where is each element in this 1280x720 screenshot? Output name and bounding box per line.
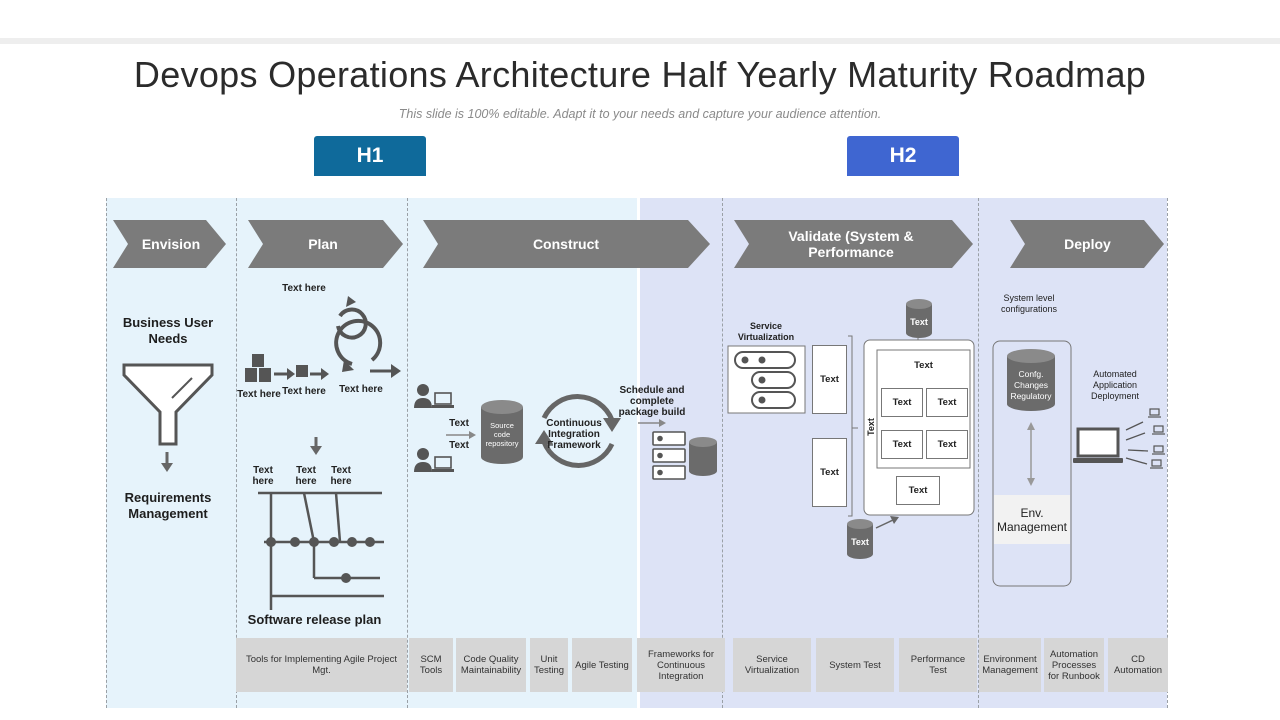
database-icon (689, 437, 717, 476)
tool-cell: Code Quality Maintainability (456, 638, 526, 692)
divider (106, 198, 107, 708)
deploy-frame (992, 340, 1072, 587)
stage-chevron-deploy (1010, 220, 1164, 268)
tool-cell: System Test (816, 638, 894, 692)
arrow-down-icon (310, 437, 322, 455)
cycle-arrowhead (342, 360, 354, 372)
validate-box: Text (881, 388, 923, 417)
divider (722, 198, 723, 708)
stage-chevron-envision (113, 220, 226, 268)
database-icon (847, 519, 873, 559)
database-label: Text (910, 317, 928, 327)
branch-label: Text here (330, 465, 352, 487)
construct-text: Text (449, 440, 469, 451)
continuous-integration-label: Continuous Integration Framework (546, 418, 602, 451)
stage-chevron-validate (734, 220, 973, 268)
boxes-icon (245, 354, 308, 382)
cycle-arrowhead (346, 296, 356, 307)
laptop-icon (1073, 427, 1123, 463)
deployment-arrows (1125, 421, 1149, 465)
divider (1167, 198, 1168, 708)
database-icon (481, 400, 523, 464)
tool-cell: Environment Management (979, 638, 1041, 692)
software-release-plan-label: Software release plan (247, 612, 382, 627)
user-laptop-icon (414, 448, 454, 472)
schedule-package-build-label: Schedule and complete package build (618, 385, 686, 418)
service-virtualization-label: Service Virtualization (737, 321, 795, 342)
flow-arrows (446, 419, 666, 439)
requirements-management-label: Requirements Management (124, 490, 212, 521)
ci-cycle-icon (541, 394, 615, 468)
tool-cell: Agile Testing (572, 638, 632, 692)
stage-chevron-construct (423, 220, 710, 268)
branch-label: Text here (295, 465, 317, 487)
plan-text-top: Text here (282, 283, 326, 294)
database-label: Text (851, 537, 869, 547)
stage-label-envision: Envision (141, 236, 201, 252)
validate-box: Text (896, 476, 940, 505)
cycle-arrowhead (535, 430, 553, 444)
rotated-label: Text (866, 418, 876, 436)
validate-box: Text (812, 438, 847, 507)
config-changes-label: Confg. Changes Regulatory (1010, 369, 1052, 401)
funnel-icon (122, 363, 214, 446)
divider (978, 198, 979, 708)
flow-arrows (875, 516, 899, 529)
server-stack-icon (734, 351, 796, 409)
construct-text: Text (449, 418, 469, 429)
validate-box: Text (812, 345, 847, 414)
page-subtitle: This slide is 100% editable. Adapt it to… (398, 107, 882, 121)
bracket (848, 335, 853, 517)
tool-cell: Service Virtualization (733, 638, 811, 692)
source-code-repository-label: Source code repository (485, 421, 519, 448)
release-plan-tree (258, 491, 384, 610)
cycle-icon (334, 307, 383, 366)
h2-tab: H2 (847, 136, 959, 176)
user-laptop-icon (414, 384, 454, 408)
validate-box: Text (926, 388, 968, 417)
top-bar (0, 38, 1280, 44)
stage-chevron-plan (248, 220, 403, 268)
cycle-arrowhead (603, 418, 621, 432)
arrow-down-icon (161, 452, 173, 472)
validate-box: Text (881, 430, 923, 459)
tool-cell: Automation Processes for Runbook (1044, 638, 1104, 692)
tool-cell: Unit Testing (530, 638, 568, 692)
small-laptop-icon (1148, 408, 1165, 469)
tool-cell: Frameworks for Continuous Integration (637, 638, 725, 692)
stage-label-plan: Plan (308, 236, 338, 252)
automated-deployment-label: Automated Application Deployment (1090, 369, 1140, 401)
plan-text-right: Text here (339, 384, 383, 395)
business-user-needs-label: Business User Needs (122, 315, 214, 346)
validate-box: Text (926, 430, 968, 459)
stage-label-deploy: Deploy (1064, 236, 1111, 252)
tool-cell: CD Automation (1108, 638, 1168, 692)
release-plan-nodes (266, 537, 375, 583)
divider (407, 198, 408, 708)
plan-text-mid: Text here (282, 386, 326, 397)
double-arrow (1027, 422, 1035, 486)
database-icon (1007, 349, 1055, 411)
server-rack-icon (652, 431, 686, 480)
page-title: Devops Operations Architecture Half Year… (133, 54, 1147, 95)
stage-label-validate: Validate (System & Performance (788, 228, 914, 260)
tool-cell: SCM Tools (409, 638, 453, 692)
inner-frame-label: Text (914, 360, 933, 371)
system-level-configurations-label: System level configurations (1000, 293, 1058, 314)
env-management-label: Env. Management (994, 495, 1070, 544)
branch-label: Text here (252, 465, 274, 487)
flow-arrows (274, 364, 401, 380)
tool-cell: Tools for Implementing Agile Project Mgt… (236, 638, 407, 692)
stage-label-construct: Construct (532, 236, 600, 252)
h1-tab: H1 (314, 136, 426, 176)
plan-text-left: Text here (237, 389, 281, 400)
divider (236, 198, 237, 708)
database-icon (906, 299, 932, 338)
tool-cell: Performance Test (899, 638, 977, 692)
